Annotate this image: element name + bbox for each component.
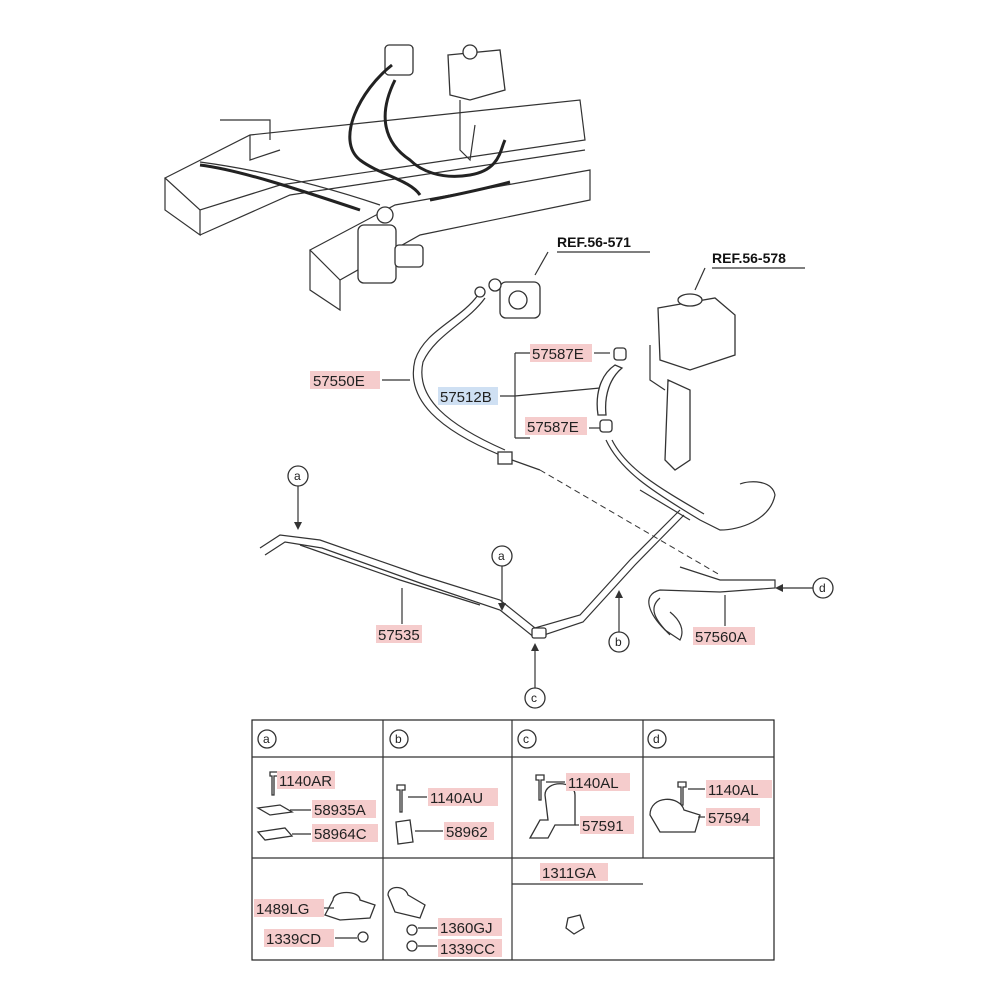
hose-57550E <box>412 286 541 471</box>
ref-reservoir-label: REF.56-578 <box>712 250 786 266</box>
table-header-c: c <box>517 729 537 749</box>
marker-a-mid-label: a <box>498 549 505 563</box>
callout-57535: 57535 <box>378 627 420 644</box>
marker-b[interactable]: b <box>608 590 630 653</box>
tube-57560A <box>648 566 776 641</box>
ref-pump-label: REF.56-571 <box>557 234 631 250</box>
table-cell-c: 1140AL 57591 <box>528 773 634 839</box>
part-1140AR: 1140AR <box>279 773 332 790</box>
svg-text:b: b <box>395 732 402 746</box>
table-header-d: d <box>647 729 667 749</box>
callout-57587E-top: 57587E <box>532 346 584 363</box>
tube-57535 <box>259 509 685 639</box>
svg-text:c: c <box>523 732 529 746</box>
marker-c[interactable]: c <box>524 643 546 709</box>
vehicle-overview-illustration <box>163 44 591 312</box>
table-cell-d: 1140AL 57594 <box>649 780 772 833</box>
table-cell-b2: 1360GJ 1339CC <box>387 886 502 958</box>
part-1339CC: 1339CC <box>440 941 495 958</box>
callout-57550E: 57550E <box>313 373 365 390</box>
part-57591: 57591 <box>582 818 624 835</box>
part-1339CD: 1339CD <box>266 931 321 948</box>
part-1360GJ: 1360GJ <box>440 920 493 937</box>
part-1311GA: 1311GA <box>542 865 596 882</box>
marker-d[interactable]: d <box>775 577 834 599</box>
callout-57560A: 57560A <box>695 629 747 646</box>
table-cell-b: 1140AU 58962 <box>395 784 498 845</box>
ref-pump-callout: REF.56-571 <box>488 234 650 319</box>
table-header-b: b <box>389 729 409 749</box>
guide-dashed-line <box>539 469 721 576</box>
marker-a-top-label: a <box>294 469 301 483</box>
svg-text:a: a <box>263 732 270 746</box>
marker-a-top[interactable]: a <box>287 465 309 530</box>
part-1489LG: 1489LG <box>256 901 309 918</box>
marker-d-label: d <box>819 581 826 595</box>
return-hose-57512B <box>596 347 776 531</box>
svg-text:d: d <box>653 732 660 746</box>
parts-table <box>251 719 775 961</box>
marker-b-label: b <box>615 635 622 649</box>
part-58962: 58962 <box>446 824 488 841</box>
ref-reservoir-callout: REF.56-578 <box>649 250 805 471</box>
callout-57512B: 57512B <box>440 389 492 406</box>
part-1140AL-d: 1140AL <box>708 782 759 799</box>
part-1140AU: 1140AU <box>430 790 483 807</box>
clip-1311GA-icon <box>565 914 585 935</box>
part-58964C: 58964C <box>314 826 367 843</box>
part-1140AL-c: 1140AL <box>568 775 619 792</box>
marker-c-label: c <box>531 691 537 705</box>
table-cell-a: 1140AR 58935A 58964C <box>256 771 378 843</box>
part-57594: 57594 <box>708 810 750 827</box>
table-header-a: a <box>257 729 277 749</box>
table-cell-a2: 1489LG 1339CD <box>254 891 376 948</box>
part-58935A: 58935A <box>314 802 366 819</box>
marker-a-mid[interactable]: a <box>491 545 513 611</box>
callout-57587E-bottom: 57587E <box>527 419 579 436</box>
